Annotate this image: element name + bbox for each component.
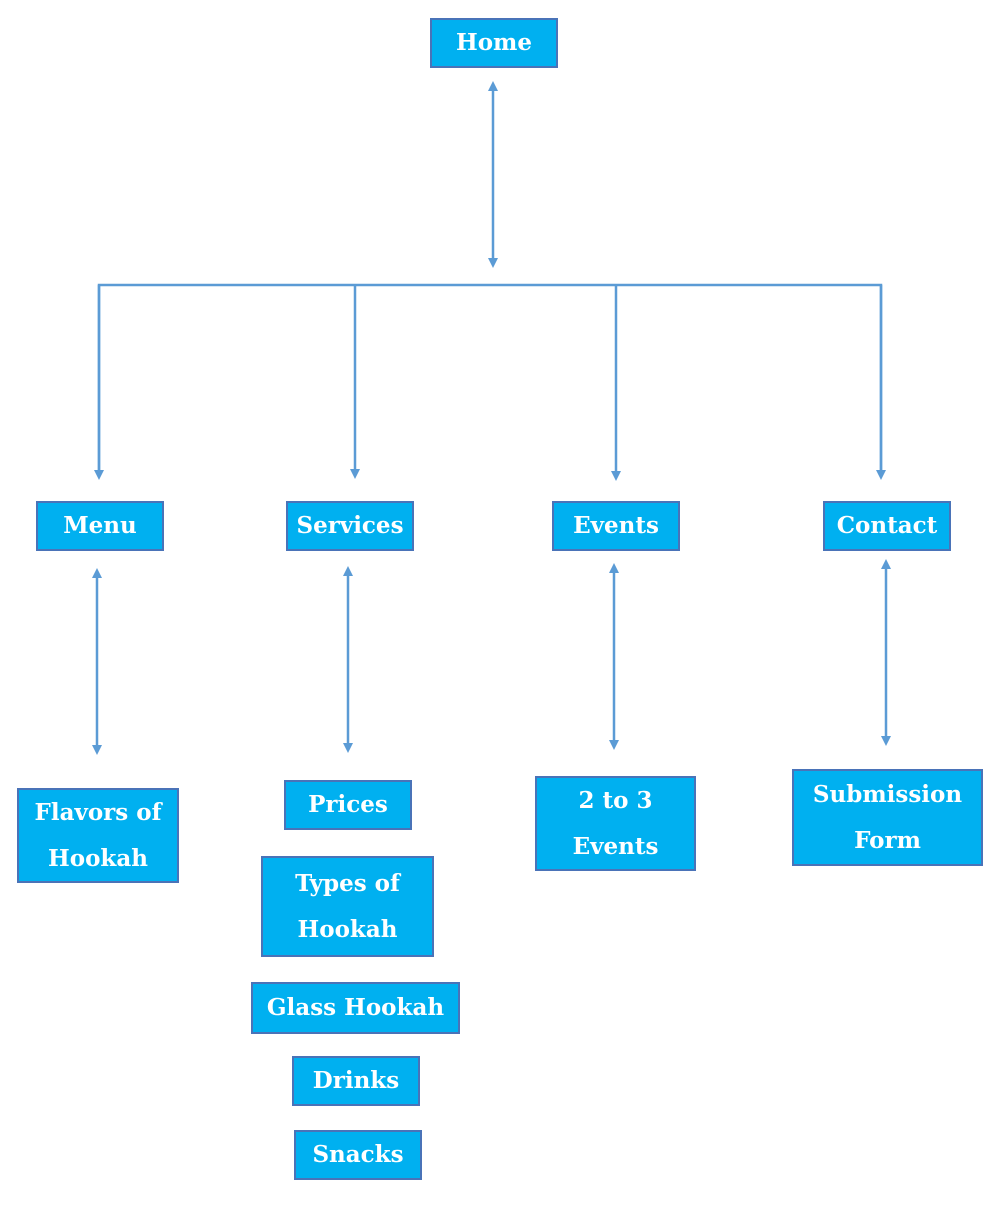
node-contact: Contact: [823, 501, 951, 551]
node-flavors-of-hookah: Flavors of Hookah: [17, 788, 179, 883]
node-types-of-hookah-label: Types of Hookah: [295, 869, 400, 943]
node-submission-form-label: Submission Form: [812, 780, 963, 854]
node-menu-label: Menu: [63, 512, 137, 539]
node-prices-label: Prices: [308, 791, 388, 818]
node-menu: Menu: [36, 501, 164, 551]
node-drinks: Drinks: [292, 1056, 420, 1106]
node-contact-label: Contact: [836, 512, 938, 539]
node-home-label: Home: [455, 29, 533, 56]
branch-line: [97, 283, 883, 475]
node-flavors-of-hookah-label: Flavors of Hookah: [34, 798, 162, 872]
node-glass-hookah: Glass Hookah: [251, 982, 460, 1034]
node-events: Events: [552, 501, 680, 551]
node-home: Home: [430, 18, 558, 68]
node-types-of-hookah: Types of Hookah: [261, 856, 434, 957]
node-prices: Prices: [284, 780, 412, 830]
node-glass-hookah-label: Glass Hookah: [266, 994, 445, 1021]
node-2-to-3-events-label: 2 to 3 Events: [572, 786, 659, 860]
node-snacks: Snacks: [294, 1130, 422, 1180]
node-submission-form: Submission Form: [792, 769, 983, 866]
node-events-label: Events: [573, 512, 659, 539]
node-2-to-3-events: 2 to 3 Events: [535, 776, 696, 871]
node-services-label: Services: [296, 512, 404, 539]
node-services: Services: [286, 501, 414, 551]
node-snacks-label: Snacks: [312, 1141, 404, 1168]
node-drinks-label: Drinks: [312, 1067, 400, 1094]
